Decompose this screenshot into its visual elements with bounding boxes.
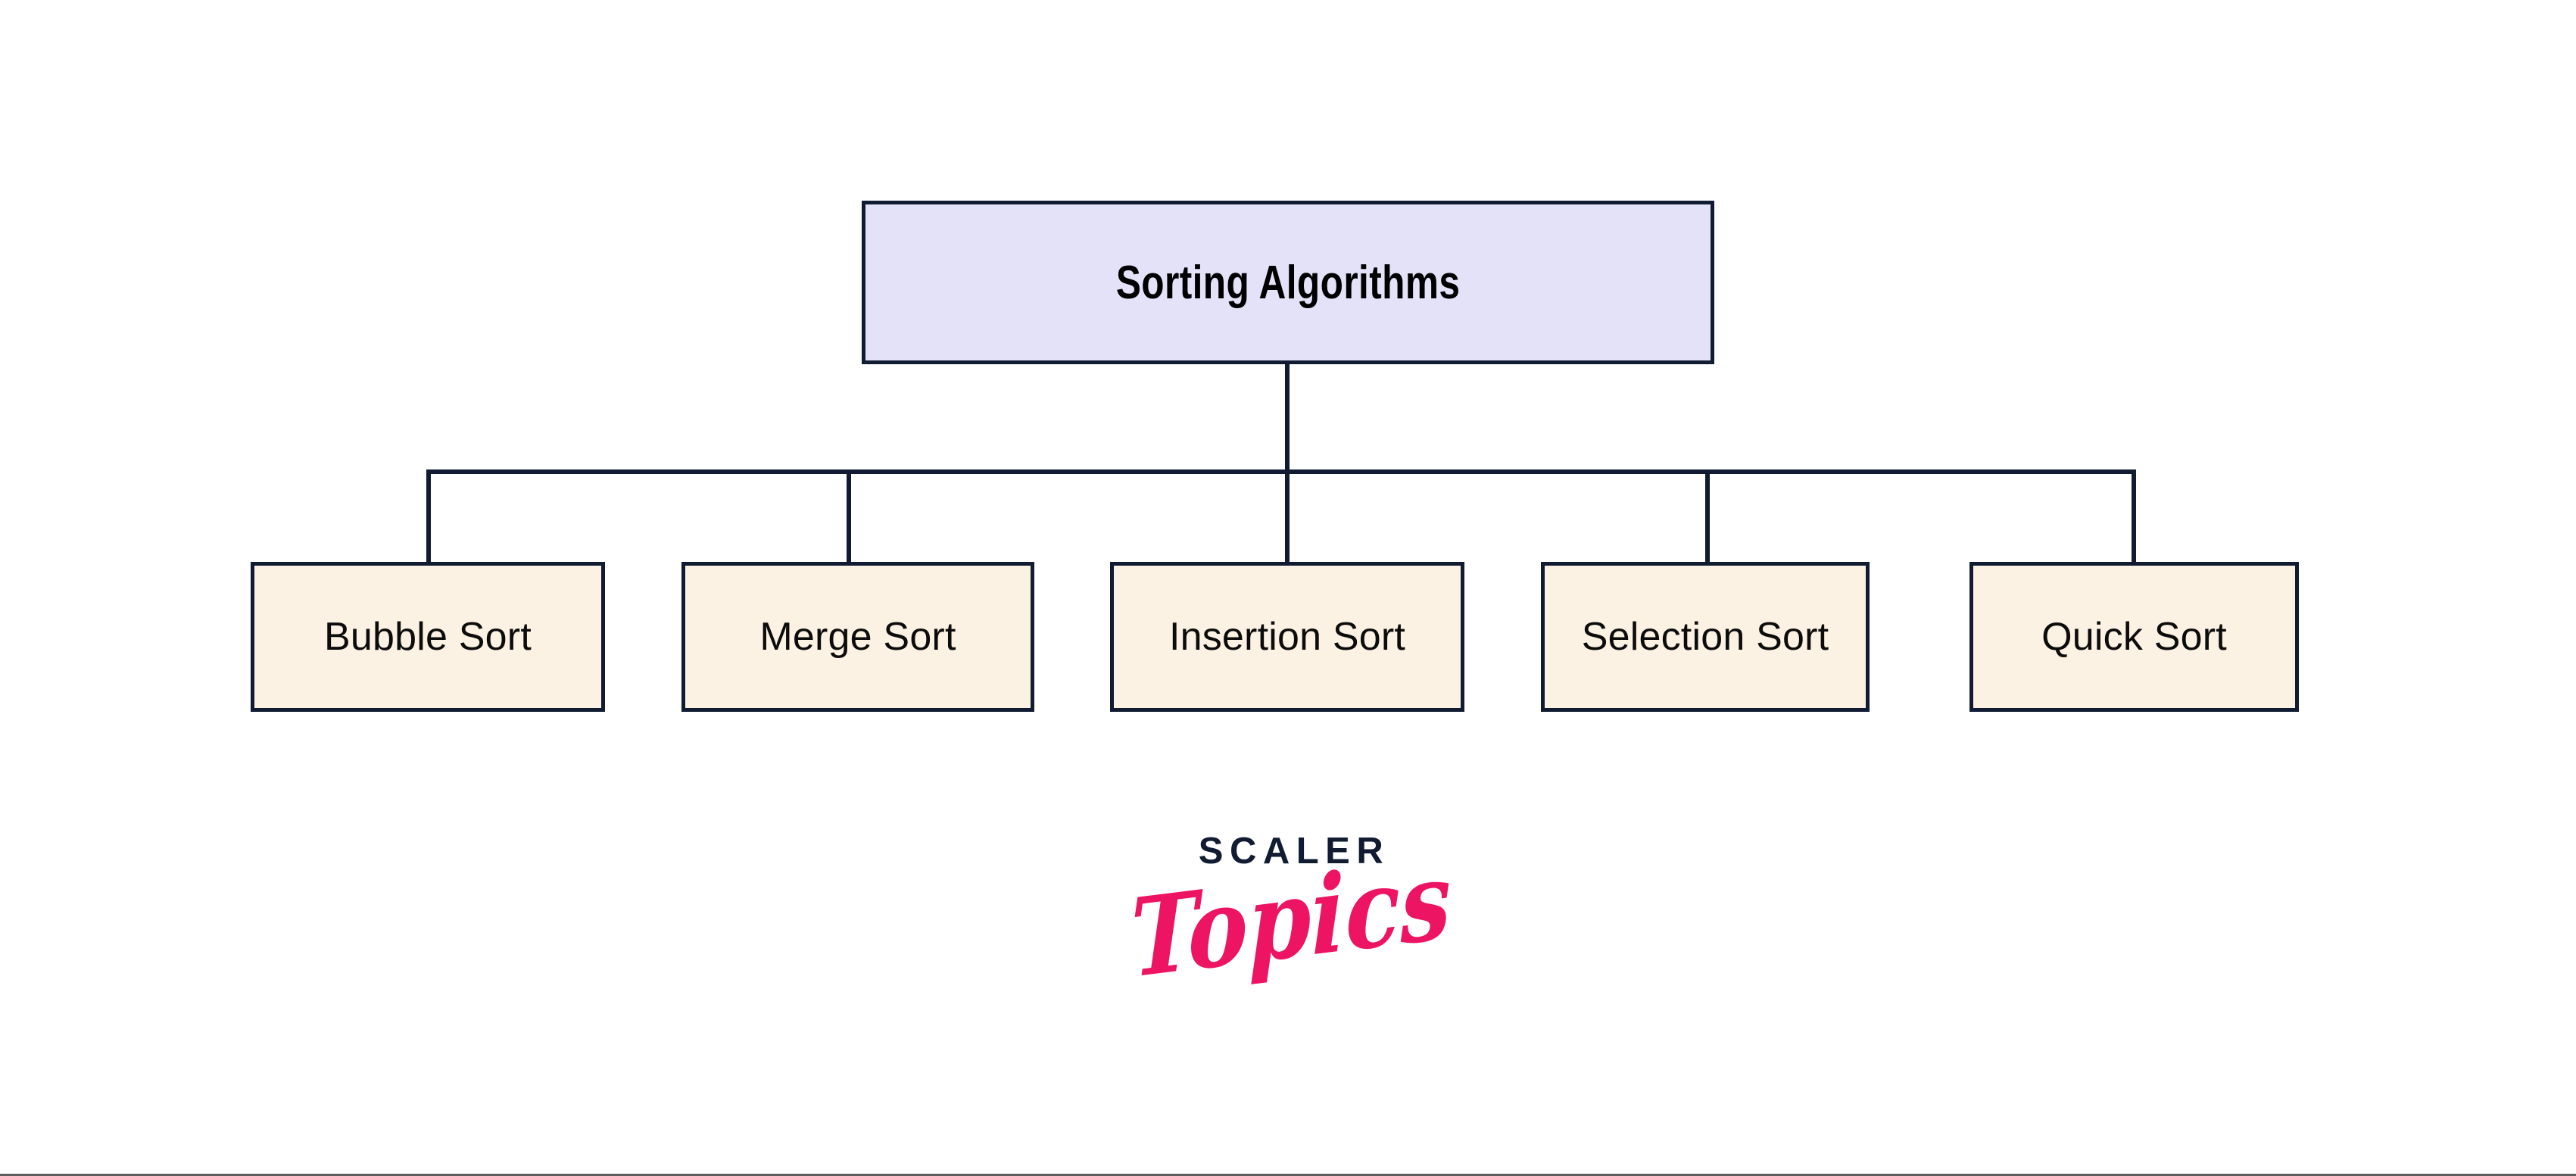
connector-drop-quick-sort (2132, 469, 2136, 564)
node-bubble-sort: Bubble Sort (251, 562, 605, 712)
node-insertion-sort-label: Insertion Sort (1168, 615, 1406, 659)
node-merge-sort-label: Merge Sort (759, 615, 956, 659)
connector-drop-insertion-sort (1285, 469, 1290, 564)
connector-drop-bubble-sort (426, 469, 431, 564)
logo-wordmark-text: SCALER (1198, 831, 1390, 872)
node-insertion-sort: Insertion Sort (1110, 562, 1464, 712)
connector-drop-merge-sort (847, 469, 851, 564)
scaler-topics-logo: SCALER Topics (1130, 831, 1452, 1053)
node-merge-sort: Merge Sort (681, 562, 1034, 712)
node-bubble-sort-label: Bubble Sort (324, 615, 532, 659)
node-selection-sort: Selection Sort (1541, 562, 1870, 712)
connector-trunk-bus (426, 469, 2136, 474)
node-quick-sort-label: Quick Sort (2041, 615, 2227, 659)
connector-drop-selection-sort (1705, 469, 1710, 564)
connector-root-stem (1285, 363, 1290, 473)
node-root-sorting-algorithms: Sorting Algorithms (862, 201, 1714, 364)
node-root-label: Sorting Algorithms (1115, 256, 1461, 309)
node-quick-sort: Quick Sort (1969, 562, 2299, 712)
logo-script-text: Topics (1130, 836, 1452, 1003)
node-selection-sort-label: Selection Sort (1581, 615, 1829, 659)
